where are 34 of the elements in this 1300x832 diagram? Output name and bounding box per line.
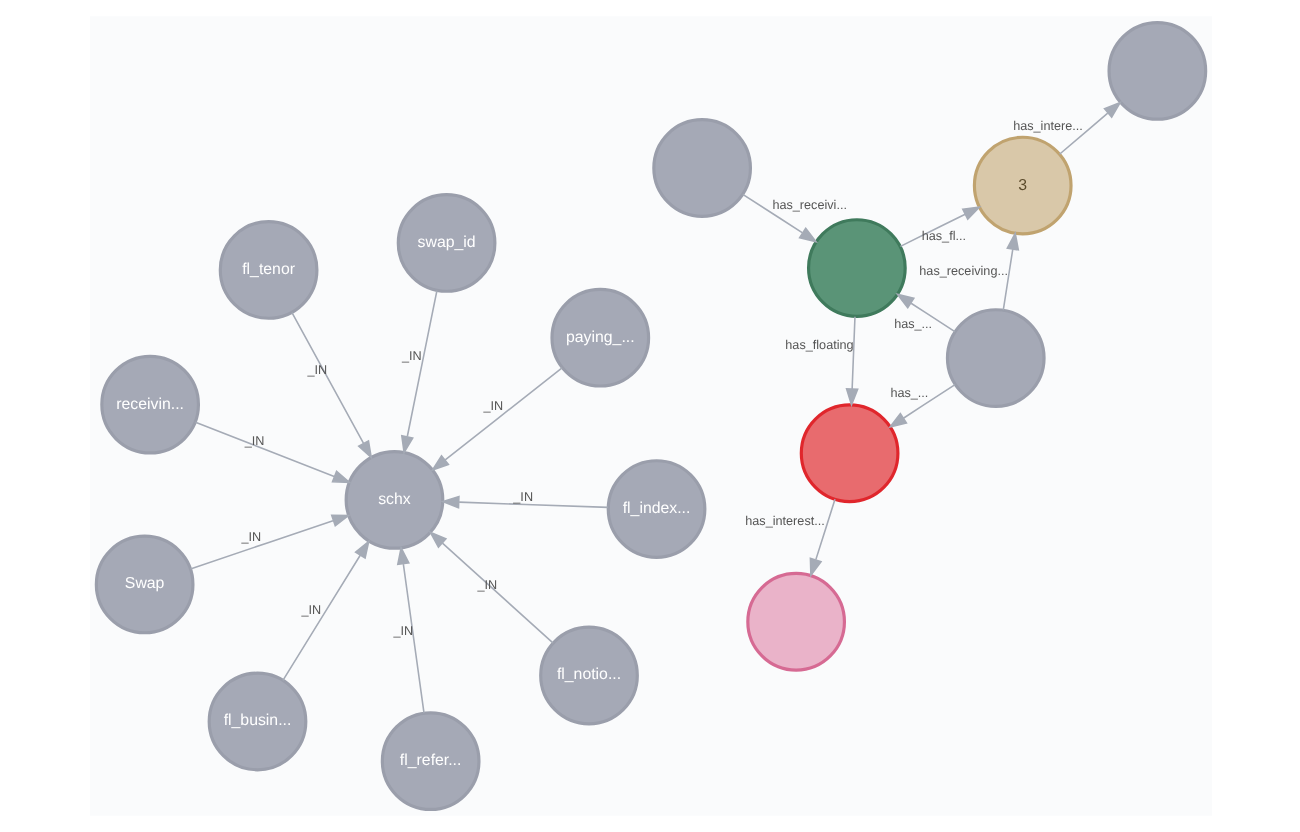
arrow bbox=[188, 514, 350, 570]
node-circle: fl_notio... bbox=[538, 625, 638, 726]
arrow bbox=[808, 498, 835, 578]
node-circle: swap_id bbox=[395, 193, 496, 293]
node-circle bbox=[805, 218, 906, 318]
arrow bbox=[395, 545, 424, 714]
arrow bbox=[898, 206, 981, 248]
arrow bbox=[427, 530, 553, 644]
arrow bbox=[399, 289, 437, 455]
arrow bbox=[741, 193, 817, 243]
arrow bbox=[1001, 231, 1019, 311]
node-circle: paying_... bbox=[549, 287, 650, 388]
arrow bbox=[844, 315, 858, 408]
node-circle: fl_index... bbox=[605, 459, 706, 559]
node-circle: fl_refer... bbox=[379, 711, 480, 811]
arrow bbox=[290, 311, 372, 460]
arrow bbox=[193, 421, 351, 484]
arrow bbox=[887, 383, 955, 429]
node-circle: receivin... bbox=[99, 354, 200, 455]
node-circle bbox=[745, 571, 846, 672]
node-circle: schx bbox=[343, 450, 444, 550]
node-circle: 3 bbox=[971, 135, 1072, 236]
arrow bbox=[429, 367, 562, 472]
arrow bbox=[1057, 101, 1121, 156]
node-circle: fl_tenor bbox=[217, 220, 318, 320]
arrow bbox=[439, 495, 608, 509]
node-circle bbox=[944, 308, 1045, 408]
node-circle: fl_busin... bbox=[206, 671, 307, 772]
node-circle: Swap bbox=[93, 534, 194, 635]
arrow bbox=[281, 539, 369, 682]
node-circle bbox=[798, 403, 899, 504]
node-circle bbox=[1106, 21, 1207, 121]
arrow bbox=[894, 293, 955, 333]
node-circle bbox=[651, 118, 752, 218]
